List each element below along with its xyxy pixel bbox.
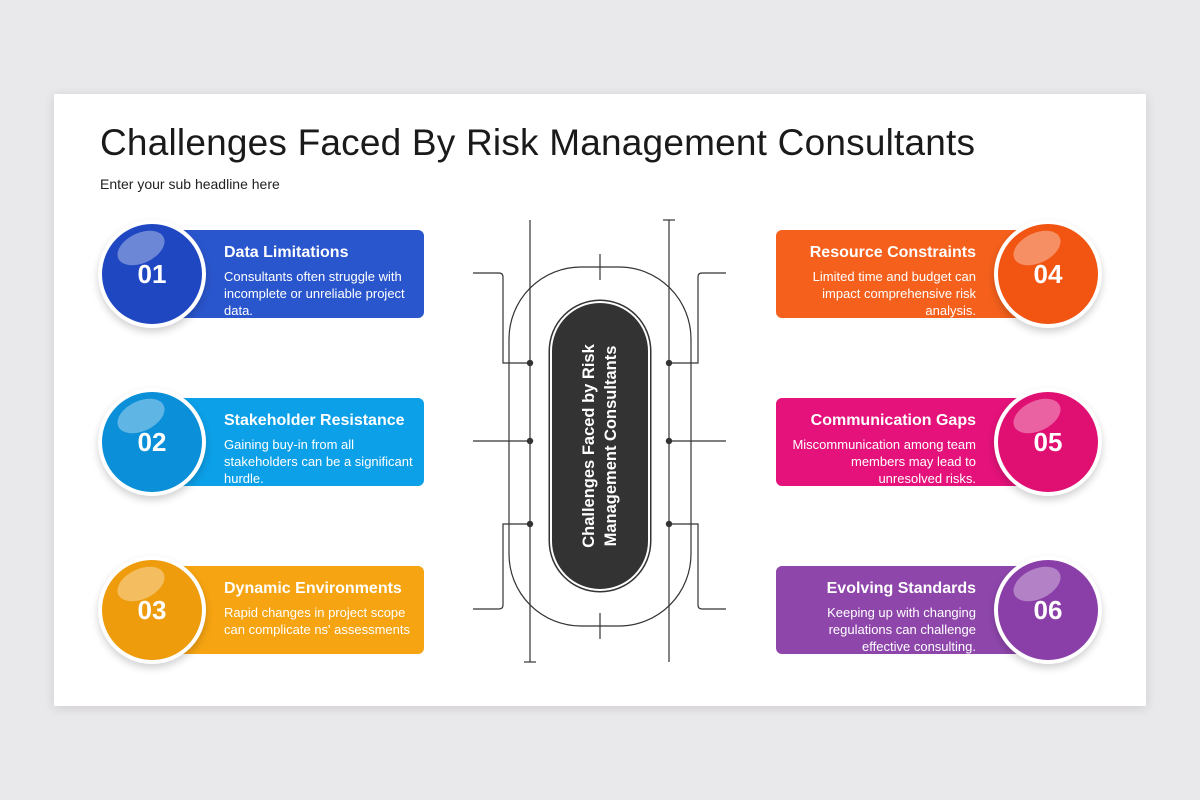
- challenge-title: Data Limitations: [224, 244, 349, 261]
- page-subtitle: Enter your sub headline here: [100, 176, 280, 192]
- connector-01: [473, 272, 530, 364]
- challenge-number: 03: [137, 594, 167, 625]
- challenge-description: Miscommunication among team members may …: [792, 437, 976, 486]
- challenge-title: Evolving Standards: [826, 580, 976, 597]
- connector-04: [669, 272, 726, 364]
- left-arc: [508, 266, 600, 627]
- challenge-description: Rapid changes in project scope can compl…: [224, 605, 411, 637]
- connector-03: [473, 523, 530, 610]
- challenge-description: Consultants often struggle with incomple…: [224, 269, 405, 318]
- right-arc: [600, 266, 692, 627]
- center-label: Challenges Faced by Risk Management Cons…: [580, 344, 620, 548]
- challenge-number-circle: 01: [98, 220, 206, 328]
- center-pill: Challenges Faced by Risk Management Cons…: [550, 301, 650, 591]
- challenge-title: Communication Gaps: [810, 412, 976, 429]
- challenge-description: Gaining buy-in from all stakeholders can…: [224, 437, 413, 486]
- challenge-number: 01: [137, 258, 167, 289]
- challenge-title: Resource Constraints: [809, 244, 976, 261]
- challenge-description: Limited time and budget can impact compr…: [812, 269, 976, 318]
- challenge-title: Stakeholder Resistance: [224, 412, 405, 429]
- challenge-number-circle: 04: [994, 220, 1102, 328]
- challenge-number-circle: 05: [994, 388, 1102, 496]
- challenge-number: 04: [1033, 258, 1063, 289]
- slide: Challenges Faced By Risk Management Cons…: [54, 94, 1146, 706]
- challenge-number: 02: [137, 426, 167, 457]
- challenge-number-circle: 03: [98, 556, 206, 664]
- challenge-number-circle: 02: [98, 388, 206, 496]
- connector-06: [669, 523, 726, 610]
- challenge-number: 06: [1033, 594, 1063, 625]
- page-title: Challenges Faced By Risk Management Cons…: [100, 122, 976, 163]
- challenge-number-circle: 06: [994, 556, 1102, 664]
- challenge-description: Keeping up with changing regulations can…: [827, 605, 976, 654]
- challenge-title: Dynamic Environments: [224, 580, 402, 597]
- challenge-number: 05: [1033, 426, 1063, 457]
- connector-lines: [473, 219, 726, 663]
